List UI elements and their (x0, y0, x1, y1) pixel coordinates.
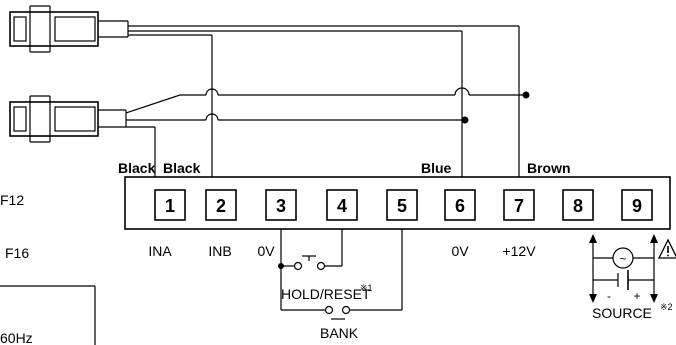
terminal-2: 2 (205, 189, 237, 221)
terminal-6: 6 (444, 189, 476, 221)
dc-plus-label: + (633, 289, 640, 303)
wire-label-brown: Brown (527, 160, 571, 176)
terminal-7: 7 (503, 189, 535, 221)
terminal-number: 3 (276, 196, 286, 216)
junction-dot-blue (461, 116, 469, 124)
hold-reset-switch-wiring (278, 229, 403, 320)
terminal-label-0v: 0V (257, 243, 275, 259)
terminal-1: 1 (154, 189, 186, 221)
hold-reset-note: ※1 (360, 283, 373, 293)
hold-reset-label: HOLD/RESET (281, 286, 371, 302)
side-label-freq: 60Hz (0, 330, 33, 345)
terminal-4: 4 (326, 189, 358, 221)
terminal-number: 8 (573, 196, 583, 216)
wire-label-black-2: Black (163, 160, 201, 176)
terminal-label-12v: +12V (502, 243, 536, 259)
wire-label-blue: Blue (421, 160, 452, 176)
sensor-2-wires (125, 87, 526, 177)
bank-label: BANK (320, 325, 359, 341)
terminal-label-ina: INA (148, 243, 172, 259)
terminal-block (124, 176, 671, 230)
terminal-label-0v-2: 0V (451, 243, 469, 259)
terminal-number: 1 (165, 196, 175, 216)
sensor-1-icon (9, 5, 129, 53)
warning-icon (657, 238, 676, 259)
terminal-number: 6 (455, 196, 465, 216)
terminal-3: 3 (265, 189, 297, 221)
terminal-5: 5 (386, 189, 418, 221)
source-note: ※2 (660, 302, 673, 312)
ac-source-icon (612, 247, 634, 269)
terminal-number: 9 (632, 196, 642, 216)
terminal-8: 8 (562, 189, 594, 221)
side-label-f12: F12 (0, 192, 24, 208)
terminal-number: 7 (514, 196, 524, 216)
terminal-number: 5 (397, 196, 407, 216)
dc-minus-label: - (607, 289, 611, 303)
side-label-f16: F16 (5, 245, 29, 261)
sensor-2-icon (9, 95, 127, 143)
terminal-number: 2 (216, 196, 226, 216)
terminal-label-inb: INB (208, 243, 231, 259)
terminal-number: 4 (337, 196, 347, 216)
left-partial-panel (0, 285, 96, 345)
source-wiring (589, 234, 658, 303)
terminal-9: 9 (621, 189, 653, 221)
source-label: SOURCE (592, 305, 652, 321)
sensor-1-wires (128, 25, 520, 177)
wire-label-black-1: Black (118, 160, 156, 176)
ac-symbol: ~ (619, 252, 626, 266)
